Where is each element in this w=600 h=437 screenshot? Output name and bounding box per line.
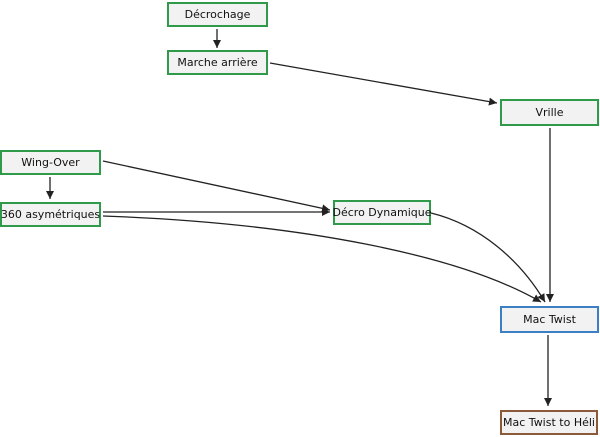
node-label: Vrille	[535, 106, 564, 119]
node-label: Décrochage	[184, 8, 251, 21]
node-label: Décro Dynamique	[332, 206, 432, 219]
edge-wing-over-decro-dynamique	[102, 160, 331, 213]
node-360-asymetriques: 360 asymétriques	[0, 202, 101, 227]
node-label: Mac Twist	[523, 313, 576, 326]
node-mac-twist-to-heli: Mac Twist to Héli	[500, 410, 598, 435]
node-decro-dynamique: Décro Dynamique	[332, 200, 432, 225]
node-label: Wing-Over	[21, 156, 80, 169]
node-decrochage: Décrochage	[167, 2, 268, 27]
node-label: Marche arrière	[177, 56, 258, 69]
node-label: Mac Twist to Héli	[503, 416, 595, 429]
node-wing-over: Wing-Over	[0, 150, 101, 175]
edge-360-mac-twist	[102, 215, 542, 303]
node-marche-arriere: Marche arrière	[167, 50, 268, 75]
edge-decro-dynamique-mac-twist	[430, 212, 546, 303]
node-mac-twist: Mac Twist	[500, 306, 599, 333]
edge-marche-arriere-vrille	[269, 62, 498, 106]
node-label: 360 asymétriques	[0, 208, 101, 221]
node-vrille: Vrille	[500, 99, 599, 126]
